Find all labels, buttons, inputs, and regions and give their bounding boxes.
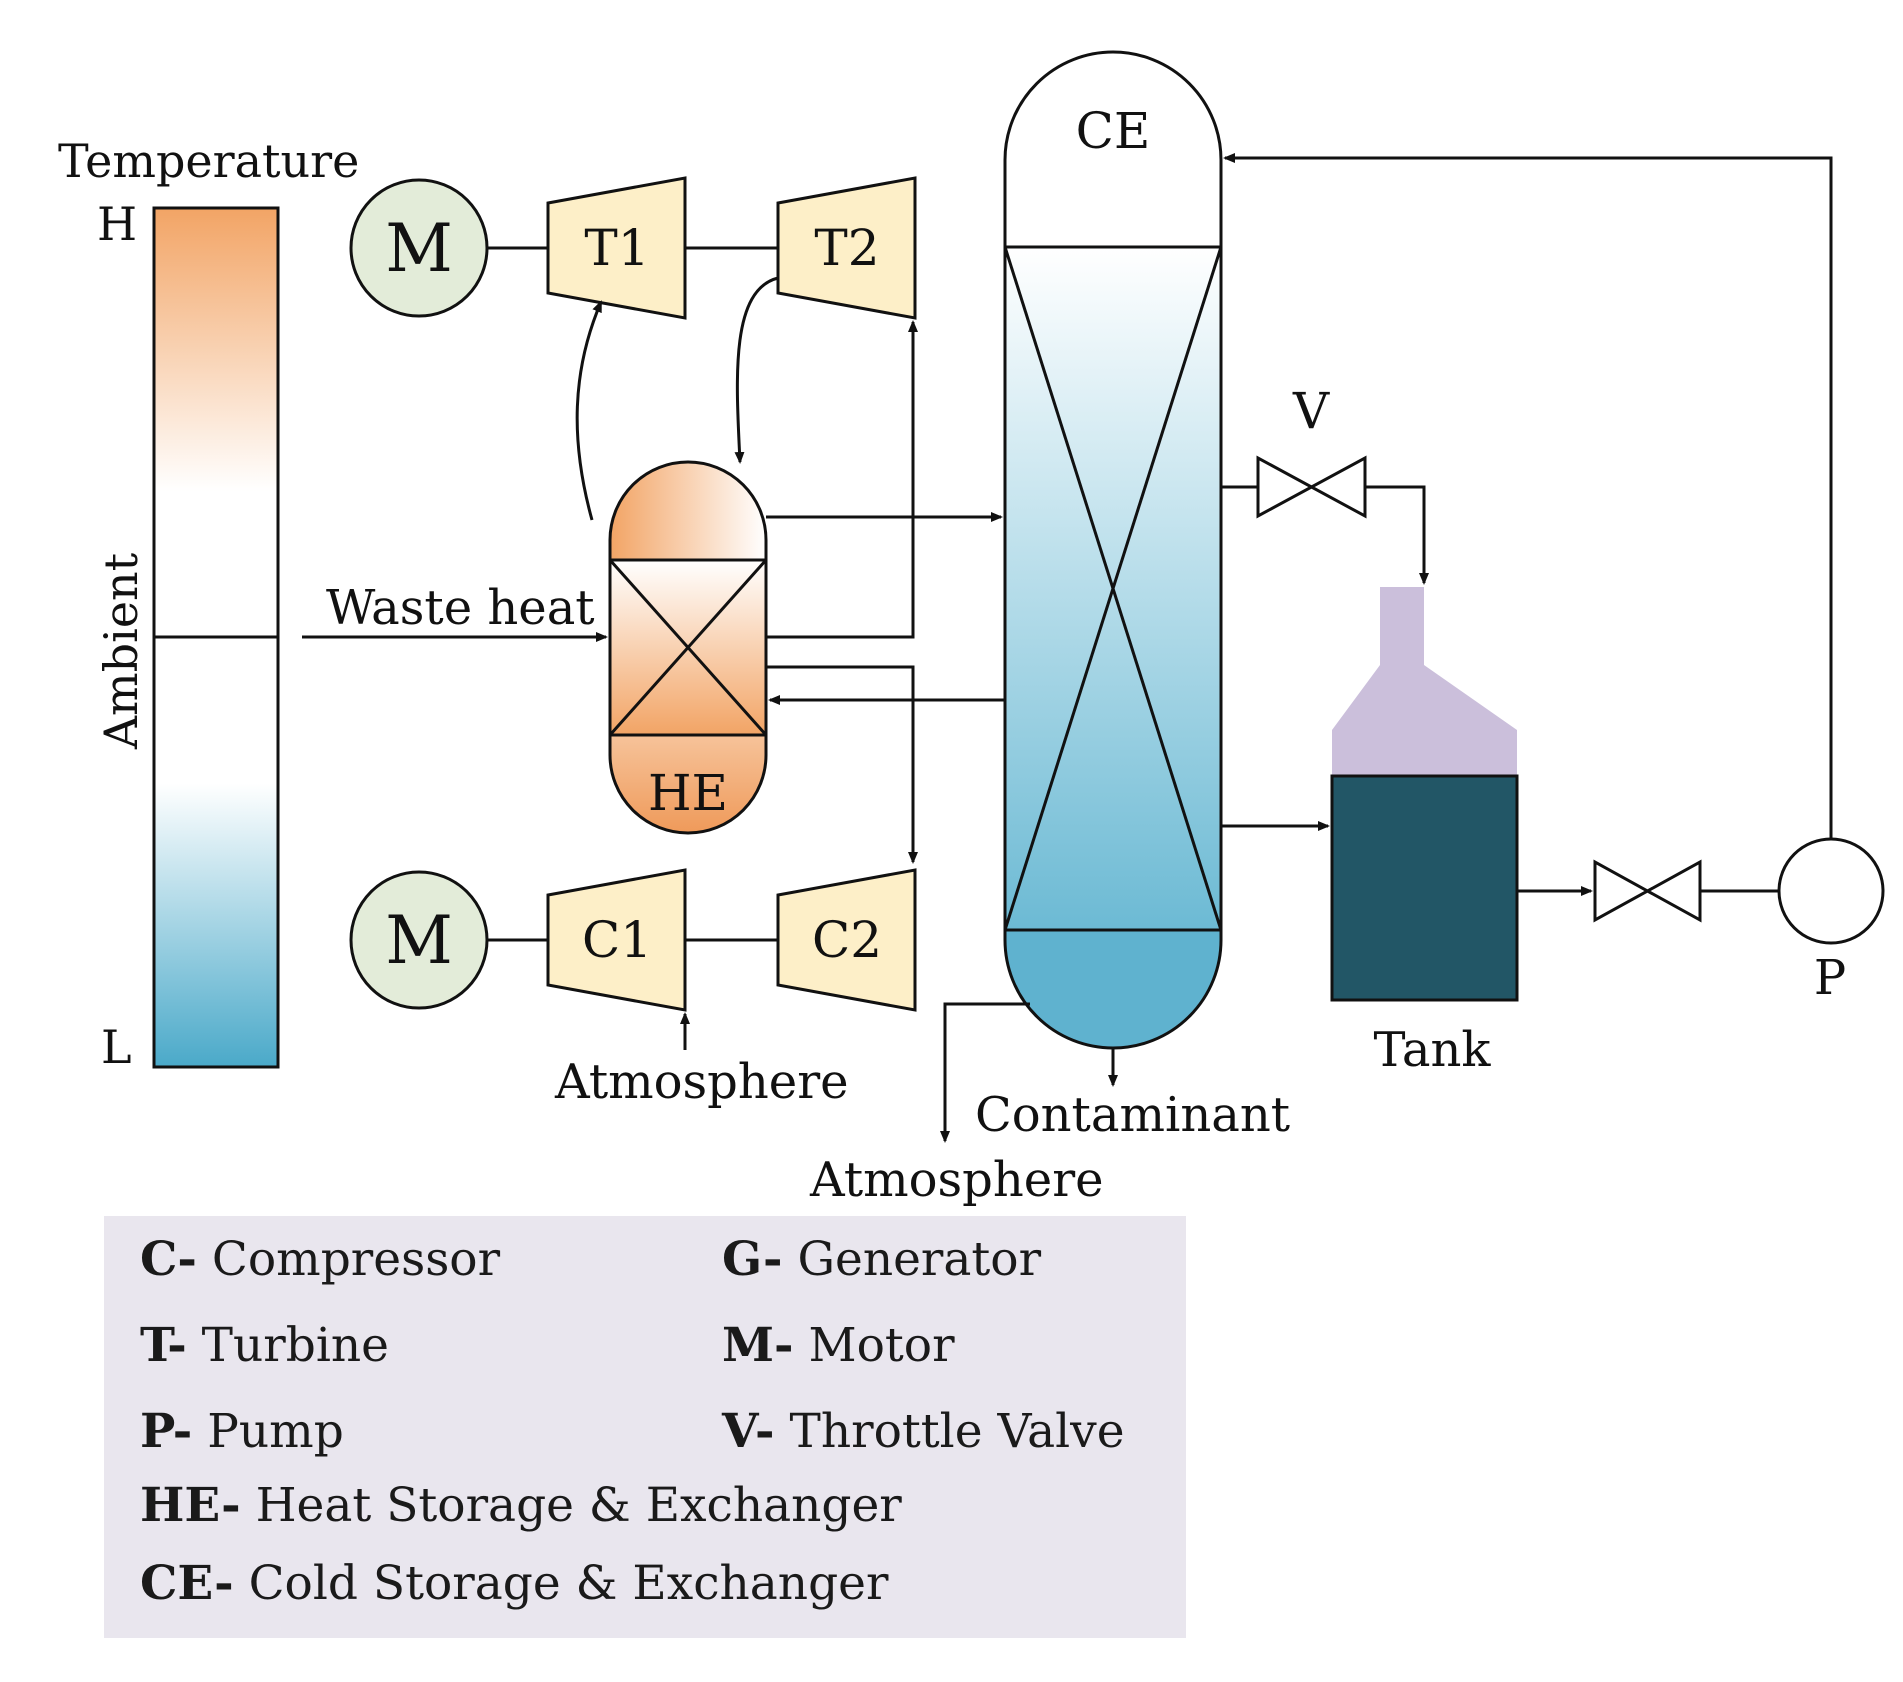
legend-item-generator: G- Generator (722, 1232, 1042, 1287)
heat-exchanger: HE (608, 460, 768, 835)
legend-item-motor: M- Motor (722, 1318, 955, 1373)
temperature-title: Temperature (58, 134, 359, 188)
throttle-valve-top: V (1256, 382, 1367, 519)
compressor-c2 (776, 868, 917, 1012)
pump: P (1777, 837, 1885, 1006)
motor-bottom (349, 870, 489, 1010)
cold-exchanger-label: CE (1076, 102, 1151, 160)
tank-body (1330, 774, 1519, 1002)
compressor-c1-label: C1 (582, 911, 652, 969)
scale-low-label: L (101, 1020, 132, 1074)
scale-high-label: H (97, 197, 137, 251)
motor-top (349, 178, 489, 318)
compressor-c1 (546, 868, 687, 1012)
flow-lines (302, 153, 1833, 1143)
motor-top-label: M (385, 210, 453, 287)
turbine-t2 (776, 176, 917, 320)
atmosphere-inlet-label: Atmosphere (554, 1054, 849, 1110)
legend-item-cold-exchanger: CE- Cold Storage & Exchanger (140, 1556, 889, 1611)
compressor-c2-label: C2 (812, 911, 882, 969)
temperature-scale: Temperature H L Ambient (58, 134, 359, 1074)
waste-heat-label: Waste heat (326, 580, 595, 636)
legend-item-turbine: T- Turbine (140, 1318, 389, 1373)
tank-label: Tank (1374, 1022, 1492, 1078)
legend-panel (104, 1216, 1186, 1638)
valve-label: V (1292, 382, 1330, 440)
cold-exchanger: CE (1003, 50, 1223, 1050)
pump-label: P (1814, 950, 1846, 1006)
turbine-t1 (546, 176, 687, 320)
motor-bottom-label: M (385, 902, 453, 979)
legend-item-throttle-valve: V- Throttle Valve (722, 1404, 1125, 1459)
tank: Tank (1330, 587, 1519, 1078)
heat-exchanger-label: HE (648, 764, 728, 822)
contaminant-label: Contaminant (975, 1087, 1290, 1143)
throttle-valve-bottom (1593, 859, 1702, 923)
legend-item-compressor: C- Compressor (140, 1232, 501, 1287)
legend-item-pump: P- Pump (140, 1404, 344, 1459)
turbine-t2-label: T2 (814, 219, 879, 277)
atmosphere-outlet-label: Atmosphere (809, 1152, 1104, 1208)
turbine-t1-label: T1 (584, 219, 649, 277)
compressor-train: M C1 C2 (349, 868, 917, 1012)
tank-gas (1332, 587, 1517, 776)
turbine-train: M T1 T2 (349, 176, 917, 320)
ambient-label: Ambient (94, 552, 148, 750)
legend-item-heat-exchanger: HE- Heat Storage & Exchanger (140, 1478, 902, 1533)
